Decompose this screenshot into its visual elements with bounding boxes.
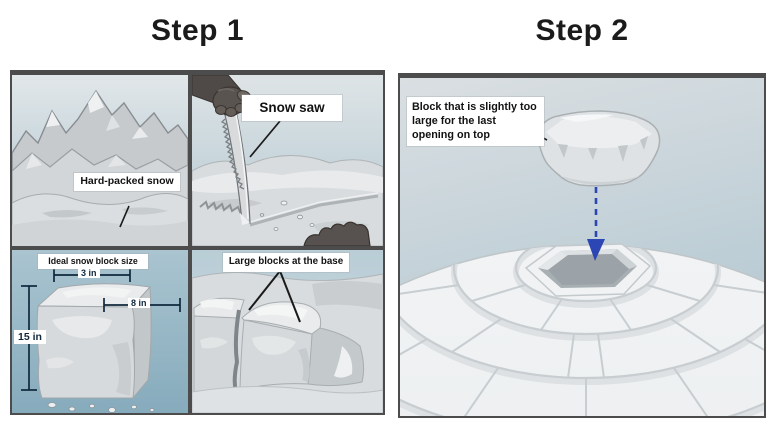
step1-panel: Hard-packed snow <box>10 70 385 415</box>
step2-panel: Block that is slightly too large for the… <box>398 73 766 418</box>
ideal-snow-block-size-label: Ideal snow block size <box>38 254 148 270</box>
second-glove <box>303 221 371 246</box>
depth-measurement-label: 8 in <box>128 298 150 308</box>
snow-chips <box>259 200 315 231</box>
floating-block <box>537 110 661 187</box>
terrain-panel: Hard-packed snow <box>12 75 188 246</box>
right-block <box>239 301 365 391</box>
saw-shadow <box>199 200 247 214</box>
step1-grid: Hard-packed snow <box>12 75 383 413</box>
step1-title: Step 1 <box>150 14 245 47</box>
snow-saw-panel: Snow saw <box>192 75 383 246</box>
base-blocks-panel: Large blocks at the base <box>192 250 383 413</box>
snow-shading <box>312 281 383 310</box>
snow-saw-illustration <box>192 75 383 246</box>
base-blocks-illustration <box>192 250 383 413</box>
label-pointer-line <box>119 205 130 228</box>
step2-stage: Block that is slightly too large for the… <box>400 78 764 416</box>
snow-field <box>12 193 188 246</box>
block-rows <box>400 245 764 416</box>
mountains-illustration <box>12 75 188 246</box>
dashed-down-arrow-icon <box>587 176 605 261</box>
label-pointer-lines <box>248 270 301 323</box>
large-blocks-label: Large blocks at the base <box>223 253 349 272</box>
snow-block <box>36 283 152 400</box>
foreground-snow <box>192 385 383 413</box>
width-measurement-label: 3 in <box>78 268 100 278</box>
step2-title: Step 2 <box>535 14 629 47</box>
top-opening <box>524 243 652 297</box>
hard-packed-snow-label: Hard-packed snow <box>74 173 180 191</box>
snow-saw-label: Snow saw <box>242 95 342 121</box>
igloo-dome <box>400 244 764 416</box>
gloved-hand <box>192 75 252 117</box>
label-pointer-line <box>249 120 281 158</box>
top-block-label: Block that is slightly too large for the… <box>407 97 544 147</box>
block-crack <box>232 309 241 393</box>
block-size-panel: Ideal snow block size 3 in 8 in 15 in <box>12 250 188 413</box>
block-joints <box>400 284 764 416</box>
ice-chips <box>47 402 155 413</box>
height-measurement-label: 15 in <box>14 330 46 344</box>
